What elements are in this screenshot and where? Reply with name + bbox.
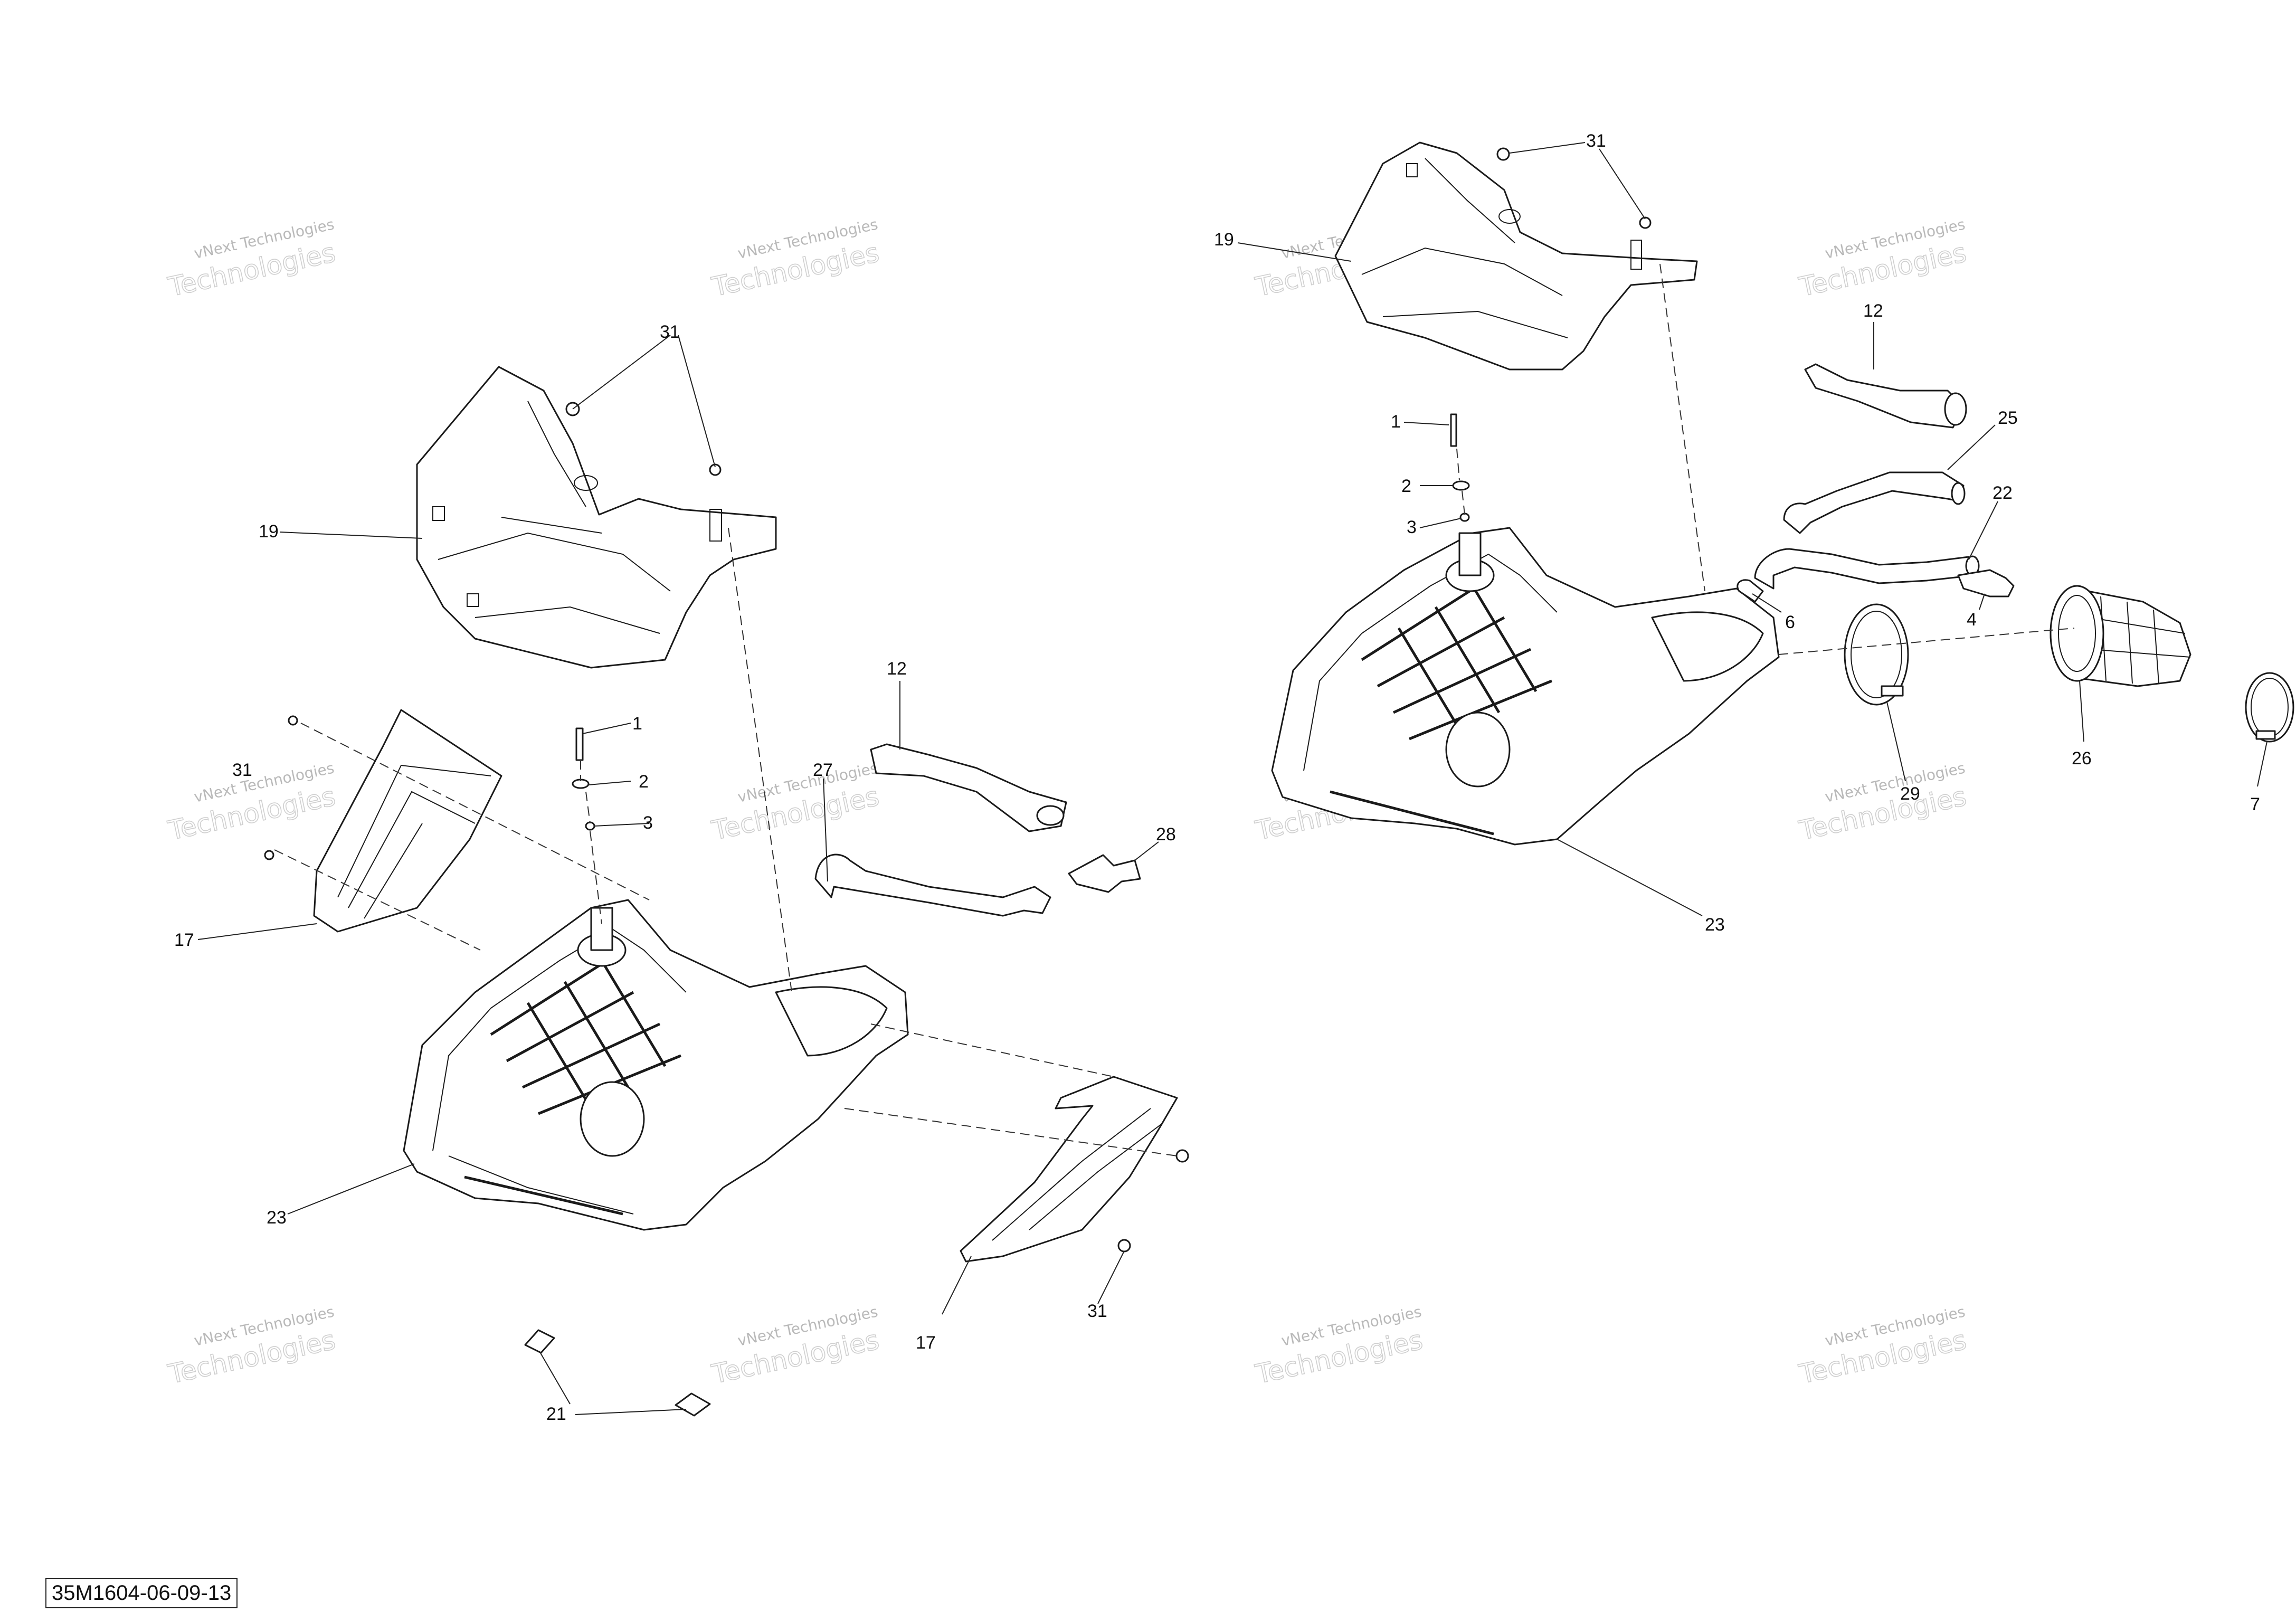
label-21: 21: [546, 1404, 566, 1424]
leader-lines-left: [197, 335, 1159, 1415]
label-26: 26: [2072, 748, 2092, 769]
label-1: 1: [632, 714, 642, 734]
label-23: 23: [267, 1208, 287, 1228]
part-28-connector: [1068, 854, 1141, 893]
label-28: 28: [1156, 824, 1176, 845]
part-4-fitting: [1957, 569, 2015, 597]
label-31: 31: [1586, 131, 1606, 151]
label-3: 3: [643, 813, 653, 833]
part-7-clamp: [2245, 672, 2294, 743]
label-2: 2: [1401, 476, 1411, 496]
label-19: 19: [259, 521, 279, 542]
part-19-cover-right: [1334, 141, 1698, 371]
label-12: 12: [887, 659, 907, 679]
part-25-hose: [1783, 471, 1966, 534]
left-assembly: 31 19 1 2 3 12 27 28 31 17 23 31 17 21: [174, 322, 1189, 1424]
label-12: 12: [1863, 301, 1883, 321]
part-19-cover: [416, 366, 777, 669]
part-17-left-panel: [313, 709, 502, 933]
label-27: 27: [813, 760, 833, 780]
part-27-tube: [814, 853, 1051, 917]
callout-labels-right: 31 19 12 25 22 1 2 3 6 4 26 29 7 23: [1214, 131, 2260, 935]
part-29-band-clamp: [1844, 603, 1909, 706]
label-22: 22: [1993, 483, 2013, 503]
part-12-hose-right: [1804, 363, 1967, 429]
label-19: 19: [1214, 230, 1234, 250]
part-22-hose: [1754, 548, 1980, 590]
label-31: 31: [660, 322, 680, 342]
parts-1-2-3-fasteners-right: [1450, 413, 1470, 522]
label-1: 1: [1391, 412, 1401, 432]
label-23: 23: [1705, 915, 1725, 935]
part-31-screws-right: [1496, 147, 1652, 229]
dashed-lines-left: [274, 527, 1178, 1156]
part-12-hose-left: [870, 743, 1067, 832]
right-assembly: 31 19 12 25 22 1 2 3 6 4 26 29 7 23: [1214, 131, 2294, 935]
part-17-right-panel: [960, 1076, 1178, 1263]
label-31: 31: [232, 760, 252, 780]
label-17: 17: [174, 930, 194, 950]
part-26-air-filter: [2050, 585, 2191, 687]
label-6: 6: [1785, 612, 1795, 632]
label-29: 29: [1900, 784, 1920, 804]
part-21-brackets: [524, 1329, 711, 1417]
label-17: 17: [916, 1333, 936, 1353]
dashed-lines-right: [1456, 263, 2075, 655]
part-23-airbox-right: [1271, 527, 1780, 846]
leader-lines-right: [1237, 142, 2267, 916]
reference-code: 35M1604-06-09-13: [45, 1578, 238, 1608]
label-4: 4: [1967, 610, 1977, 630]
callout-labels-left: 31 19 1 2 3 12 27 28 31 17 23 31 17 21: [174, 322, 1176, 1424]
label-2: 2: [639, 772, 649, 792]
label-25: 25: [1998, 408, 2018, 428]
parts-1-2-3-fasteners-left: [572, 727, 595, 831]
label-31: 31: [1087, 1301, 1107, 1321]
part-31-screws-left: [264, 402, 1189, 1253]
label-7: 7: [2250, 794, 2260, 814]
label-3: 3: [1407, 517, 1417, 537]
part-23-airbox-left: [403, 899, 909, 1231]
